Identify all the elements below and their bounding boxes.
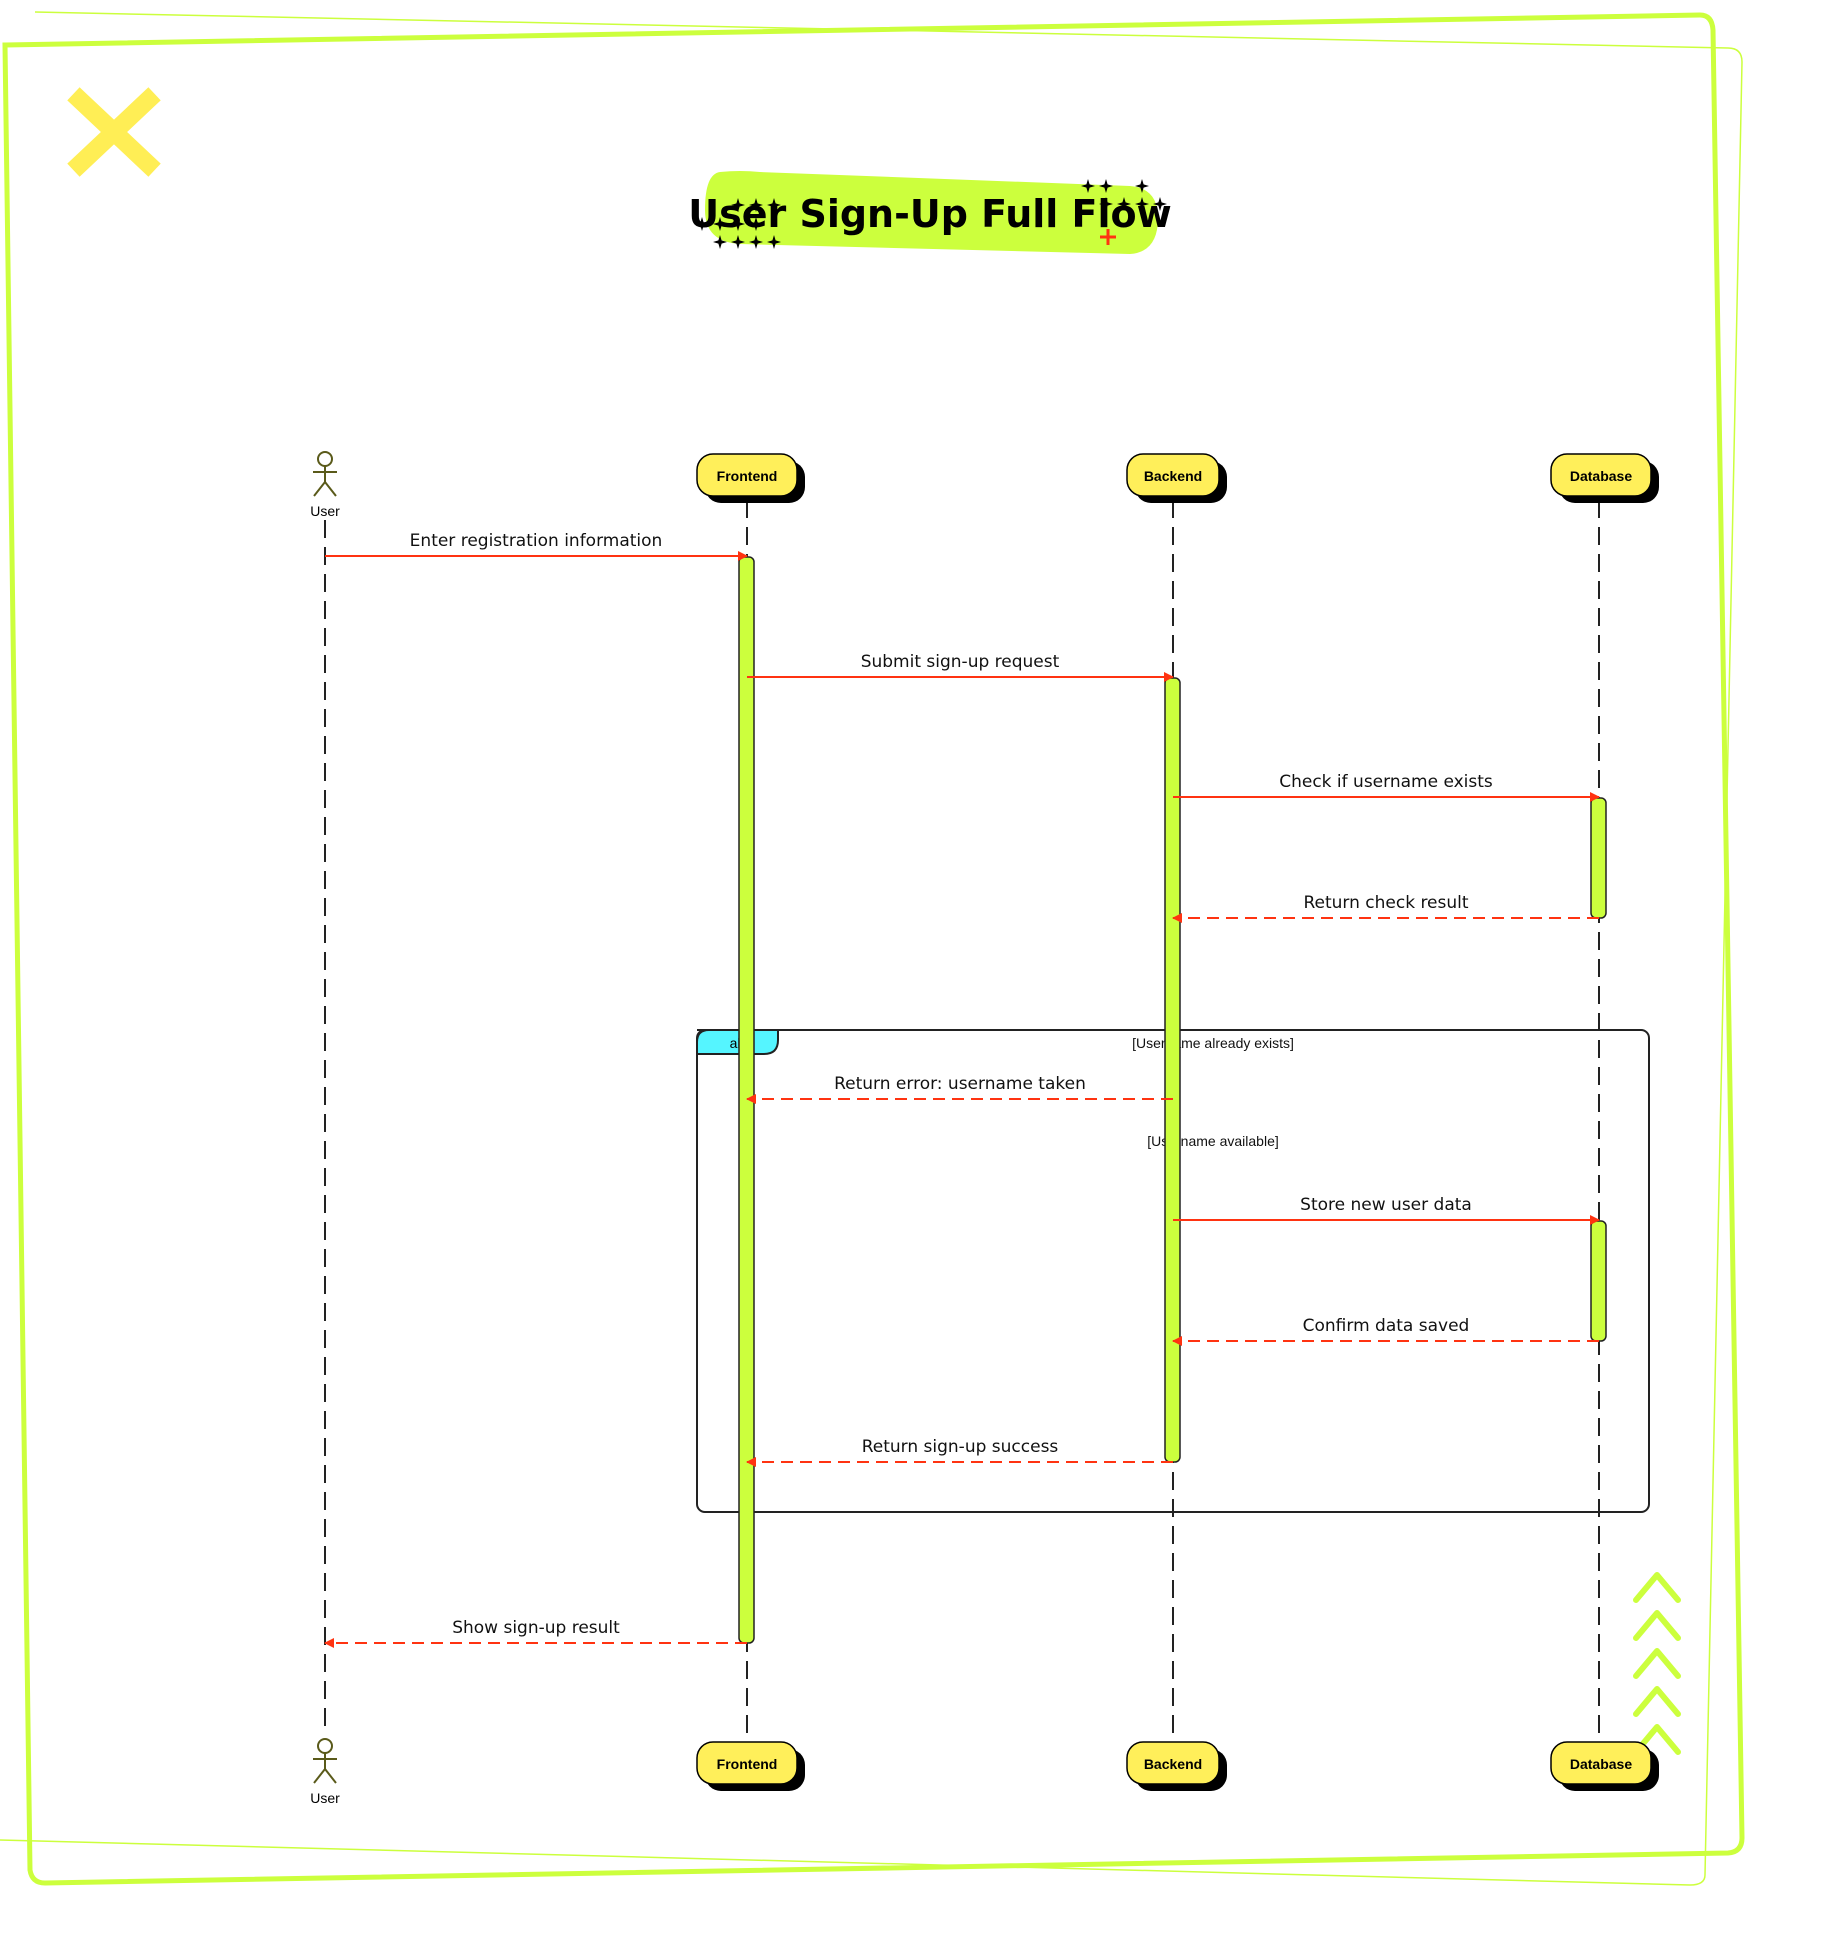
message-arrow: Return error: username taken: [746, 1074, 1173, 1104]
actor-label: User: [310, 1790, 340, 1806]
sparkle-icon: [695, 179, 1167, 249]
participant-database-top: Database: [1550, 453, 1659, 503]
participant-label: Backend: [1144, 468, 1202, 484]
participant-label: Database: [1570, 1756, 1632, 1772]
diagram-title: User Sign-Up Full Flow: [688, 192, 1172, 236]
lifelines: [324, 500, 1600, 1740]
diagram-frame: [0, 11, 1745, 1886]
message-label: Return sign-up success: [862, 1437, 1059, 1457]
participant-backend-top: Backend: [1126, 453, 1227, 503]
message-label: Return check result: [1303, 893, 1468, 913]
close-x-icon: [67, 87, 161, 177]
actor-label: User: [310, 503, 340, 519]
participant-label: Frontend: [717, 1756, 778, 1772]
actor-icon: [313, 451, 337, 497]
message-arrow: Confirm data saved: [1172, 1316, 1599, 1346]
participant-label: Frontend: [717, 468, 778, 484]
message-label: Show sign-up result: [452, 1618, 620, 1638]
actor-user-top: User: [310, 451, 340, 519]
actor-user-bottom: User: [310, 1738, 340, 1806]
alt-guard: [Username already exists]: [1132, 1035, 1294, 1051]
message-label: Return error: username taken: [834, 1074, 1086, 1094]
participant-frontend-top: Frontend: [696, 453, 805, 503]
title-banner: User Sign-Up Full Flow: [688, 171, 1172, 254]
message-label: Enter registration information: [410, 531, 663, 551]
participant-label: Backend: [1144, 1756, 1202, 1772]
messages: Enter registration information Submit si…: [324, 531, 1600, 1648]
message-arrow: Submit sign-up request: [747, 652, 1174, 682]
participant-label: Database: [1570, 468, 1632, 484]
message-arrow: Store new user data: [1173, 1195, 1600, 1225]
message-arrow: Return sign-up success: [746, 1437, 1173, 1467]
plus-icon: [1100, 229, 1116, 245]
message-label: Submit sign-up request: [861, 652, 1060, 672]
chevron-up-icon: [1633, 1572, 1681, 1755]
message-arrow: Enter registration information: [325, 531, 748, 561]
message-label: Store new user data: [1300, 1195, 1472, 1215]
message-label: Check if username exists: [1279, 772, 1493, 792]
message-label: Confirm data saved: [1303, 1316, 1470, 1336]
participant-backend-bottom: Backend: [1126, 1741, 1227, 1791]
message-arrow: Return check result: [1172, 893, 1599, 923]
participant-frontend-bottom: Frontend: [696, 1741, 805, 1791]
message-arrow: Check if username exists: [1173, 772, 1600, 802]
actor-icon: [313, 1738, 337, 1784]
participant-database-bottom: Database: [1550, 1741, 1659, 1791]
message-arrow: Show sign-up result: [324, 1618, 747, 1648]
